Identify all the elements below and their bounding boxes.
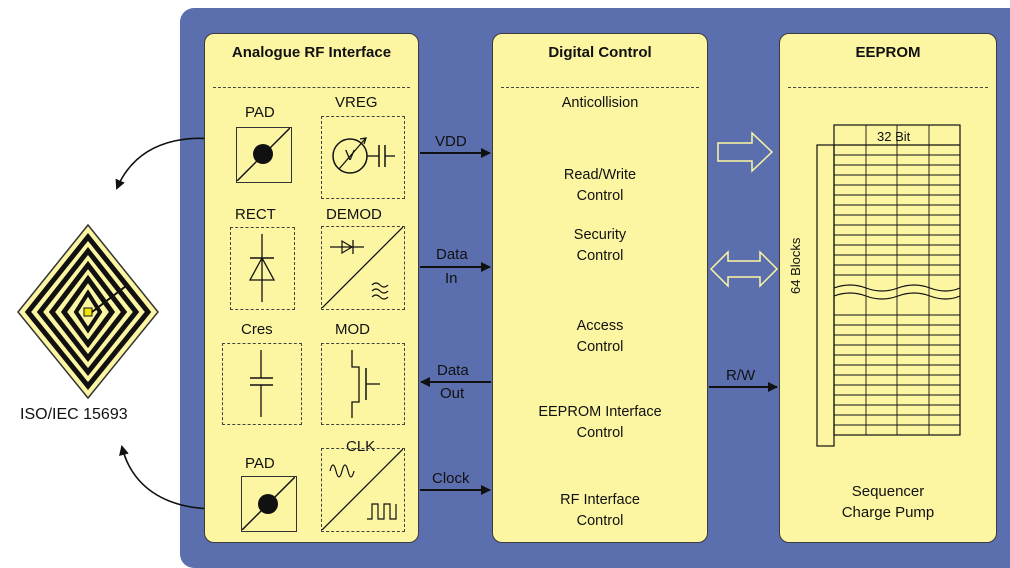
memory-array-grid — [816, 124, 961, 447]
pad-bottom-label: PAD — [245, 455, 275, 472]
function-line: RF Interface — [560, 492, 640, 508]
digital-control-block: Digital Control Anticollision Read/Write… — [492, 33, 708, 543]
voltmeter-symbol: V — [345, 147, 356, 164]
function-line: Control — [576, 188, 624, 204]
security-control-function: Security Control — [493, 225, 707, 267]
function-line: Control — [576, 513, 624, 529]
analogue-rf-interface-block: Analogue RF Interface PAD VREG RECT DEMO… — [204, 33, 419, 543]
hollow-right-arrow — [717, 131, 774, 173]
vreg-box: V — [321, 116, 405, 199]
eeprom-title-divider — [788, 87, 988, 88]
footer-line: Charge Pump — [841, 504, 935, 521]
eeprom-interface-control-function: EEPROM Interface Control — [493, 402, 707, 444]
sequencer-charge-pump: Sequencer Charge Pump — [780, 481, 996, 523]
digital-block-title: Digital Control — [548, 44, 652, 61]
hollow-double-arrow — [709, 250, 779, 288]
rf-block-title: Analogue RF Interface — [231, 44, 392, 61]
data-out-label-1: Data — [437, 362, 469, 379]
cres-box — [222, 343, 302, 425]
mod-box — [321, 343, 405, 425]
function-line: Access — [576, 318, 624, 334]
clock-label: Clock — [432, 470, 470, 487]
grid-break-line — [833, 292, 961, 300]
eeprom-block: EEPROM 32 Bit 64 Blocks Sequencer Charge… — [779, 33, 997, 543]
rect-label: RECT — [235, 206, 276, 223]
anticollision-function: Anticollision — [493, 93, 707, 114]
function-line: Control — [576, 248, 624, 264]
demod-label: DEMOD — [326, 206, 382, 223]
function-line: Control — [576, 425, 624, 441]
data-in-label-2: In — [445, 270, 458, 287]
function-line: Security — [573, 227, 627, 243]
rw-label: R/W — [726, 367, 756, 384]
pad-top-box — [236, 127, 292, 183]
function-line: Control — [576, 339, 624, 355]
grid-break-line — [833, 284, 961, 292]
tag-antenna-icon — [17, 223, 159, 400]
data-in-label-1: Data — [436, 246, 468, 263]
demod-box — [321, 226, 405, 310]
function-line: EEPROM Interface — [538, 404, 662, 420]
vreg-label: VREG — [335, 94, 378, 111]
function-line: Anticollision — [561, 95, 639, 111]
data-out-label-2: Out — [440, 385, 465, 402]
eeprom-block-title: EEPROM — [855, 44, 921, 61]
tag-standard-label: ISO/IEC 15693 — [20, 406, 128, 423]
read-write-control-function: Read/Write Control — [493, 165, 707, 207]
rf-title-divider — [213, 87, 410, 88]
clk-box — [321, 448, 405, 532]
rect-box — [230, 227, 295, 310]
footer-line: Sequencer — [851, 483, 925, 500]
function-line: Read/Write — [563, 167, 637, 183]
rf-interface-control-function: RF Interface Control — [493, 490, 707, 532]
pad-bottom-box — [241, 476, 297, 532]
word-width-label: 32 Bit — [877, 129, 911, 144]
pad-top-label: PAD — [245, 104, 275, 121]
access-control-function: Access Control — [493, 316, 707, 358]
digital-title-divider — [501, 87, 699, 88]
cres-label: Cres — [241, 321, 273, 338]
clk-label: CLK — [346, 438, 376, 455]
mod-label: MOD — [335, 321, 370, 338]
vdd-label: VDD — [435, 133, 467, 150]
